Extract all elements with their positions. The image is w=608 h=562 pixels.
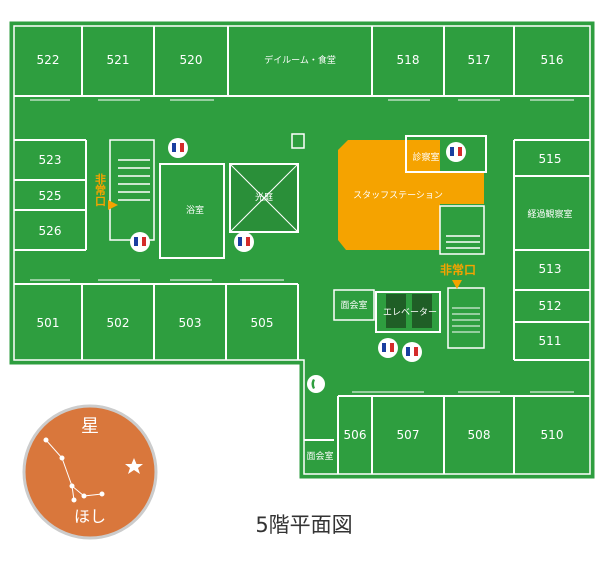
observation-room-label: 経過観察室 [527,208,572,220]
room-525-label: 525 [39,189,62,203]
bath-label: 浴室 [186,204,204,216]
elevator-area [333,287,485,349]
left-column-walls [14,139,87,251]
room-513-label: 513 [539,262,562,276]
room-521-label: 521 [107,53,130,67]
restroom-icon [234,232,254,252]
restroom-icon [446,142,466,162]
badge-subtitle: ほし [74,507,106,526]
emergency-exit-arrow-icon [108,200,118,210]
restroom-icon [130,232,150,252]
room-508-label: 508 [468,428,491,442]
room-526-label: 526 [39,224,62,238]
bottom-right-walls [304,391,590,474]
emergency-exit-arrow-icon [452,280,462,289]
room-515-label: 515 [539,152,562,166]
badge-title: 星 [81,416,99,437]
restroom-icon [402,342,422,362]
room-520-label: 520 [180,53,203,67]
constellation-icon [43,437,105,503]
room-510-label: 510 [541,428,564,442]
room-511-label: 511 [539,334,562,348]
emergency-exit-label: 非常口 [440,262,476,277]
lightwell-label: 光庭 [255,191,273,203]
room-505-label: 505 [251,316,274,330]
room-518-label: 518 [397,53,420,67]
room-501-label: 501 [37,316,60,330]
room-506-label: 506 [344,428,367,442]
star-icon [125,458,143,474]
room-502-label: 502 [107,316,130,330]
meeting-room-label: 面会室 [306,450,333,462]
room-507-label: 507 [397,428,420,442]
bottom-left-walls [14,279,299,360]
dayroom-label: デイルーム・食堂 [264,54,336,66]
staff-station-area [338,140,484,250]
floor-badge: 星 ほし [22,404,158,540]
lightwell [229,133,305,233]
elevator-label: エレベーター [383,307,437,318]
room-522-label: 522 [37,53,60,67]
room-516-label: 516 [541,53,564,67]
room-523-label: 523 [39,153,62,167]
room-512-label: 512 [539,299,562,313]
room-517-label: 517 [468,53,491,67]
exam-room [405,135,487,173]
center-stairwell [439,205,485,255]
top-row-walls [14,26,590,101]
room-503-label: 503 [179,316,202,330]
meeting-room-label: 面会室 [340,299,367,311]
emergency-exit-label: 非常口 [94,172,107,207]
bath-room [159,163,225,259]
right-column-walls [513,139,590,361]
restroom-icon [168,138,188,158]
restroom-icon [378,338,398,358]
staff-station-label: スタッフステーション [353,190,443,201]
exam-room-label: 診察室 [412,151,439,163]
floor-caption: 5階平面図 [255,513,353,537]
phone-icon [307,375,325,393]
